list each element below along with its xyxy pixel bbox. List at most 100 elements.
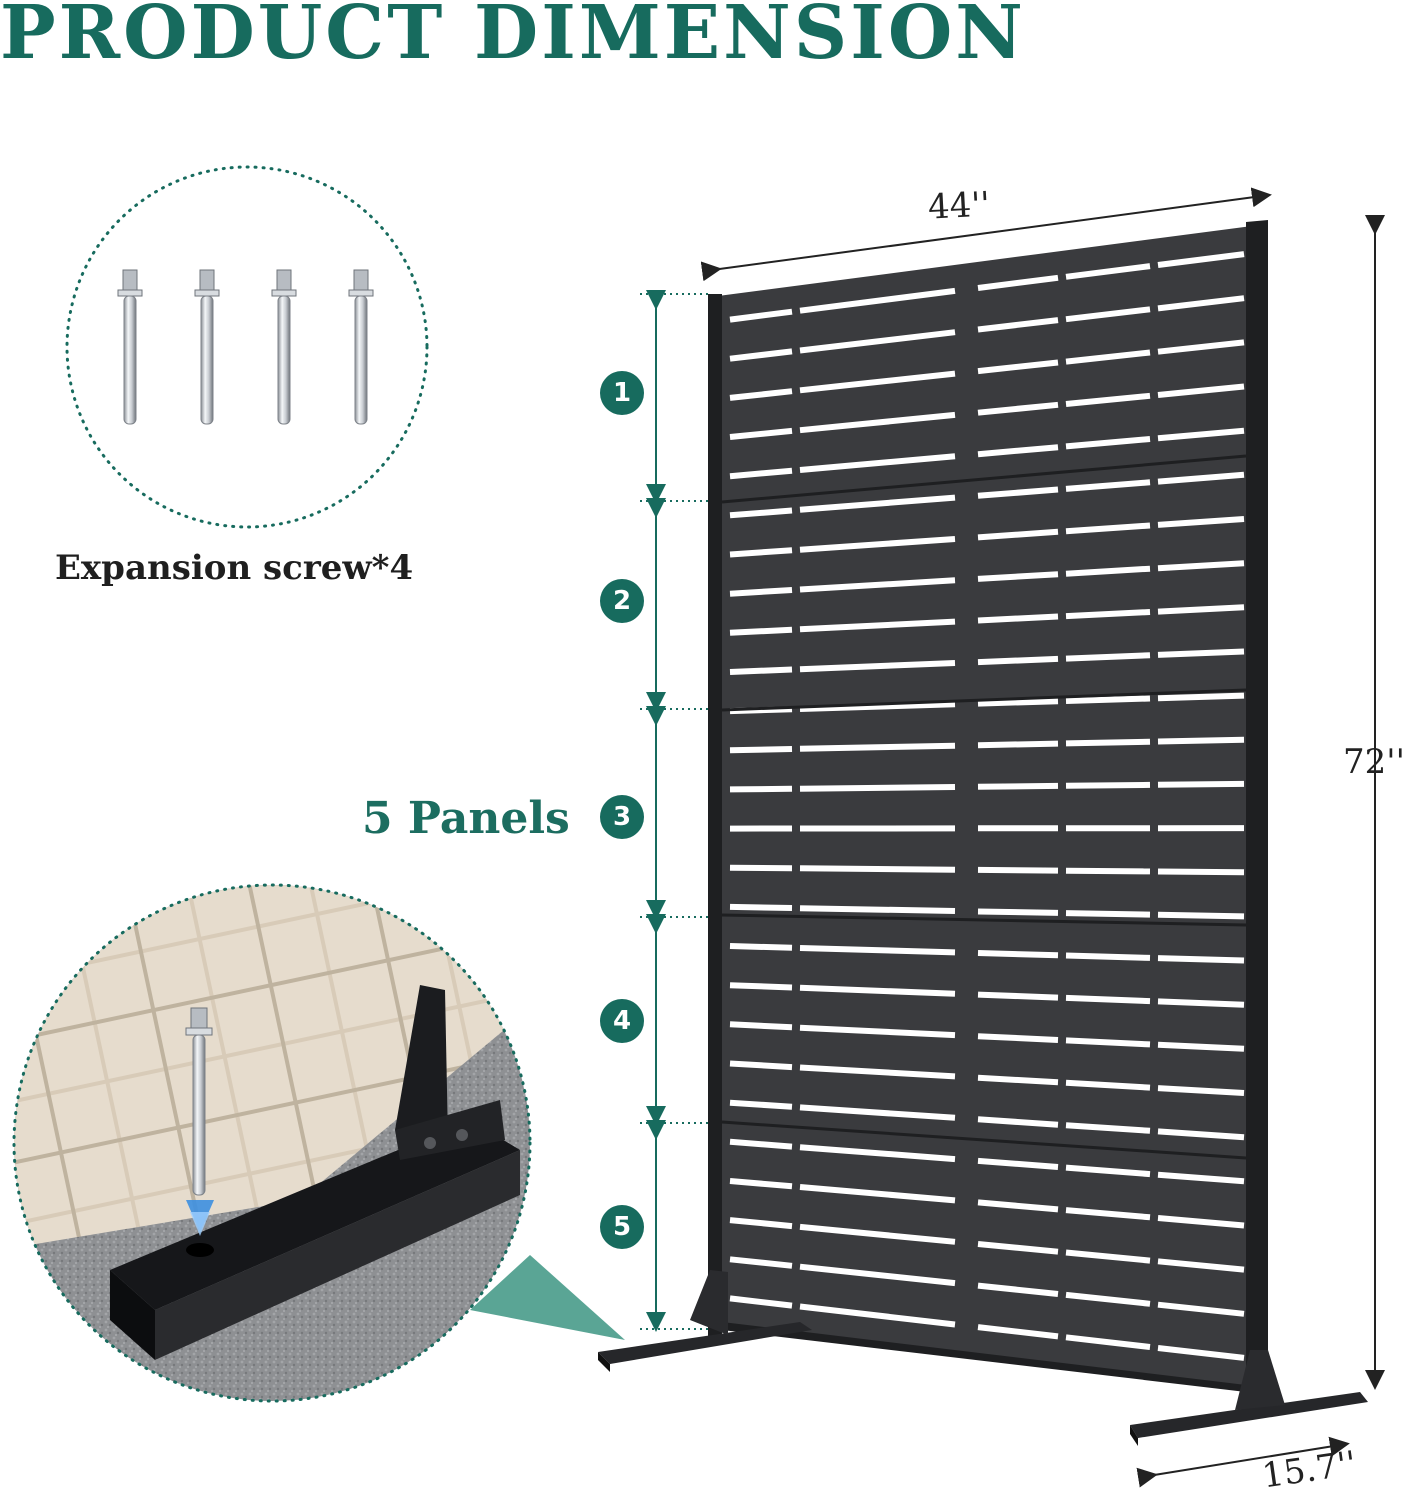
page-title: PRODUCT DIMENSION (0, 0, 1026, 76)
slat-gap (977, 486, 1059, 499)
panel-slats (729, 251, 1245, 1361)
slat-gap (799, 701, 956, 712)
slat-gap (977, 528, 1059, 541)
slat-gap (729, 388, 793, 401)
slat-gap (977, 1116, 1059, 1128)
slat-gap (977, 1241, 1059, 1255)
slat-gap (1065, 1207, 1151, 1221)
slat-gap (1065, 1291, 1151, 1307)
slat-gap (799, 577, 956, 593)
expansion-screw-caption: Expansion screw*4 (55, 548, 414, 588)
slat-gap (799, 1263, 956, 1287)
slat-gap (1157, 516, 1245, 528)
slat-gap (799, 370, 956, 394)
height-dimension-label: 72'' (1343, 742, 1405, 782)
slat-gap (799, 1064, 956, 1080)
slat-gap (977, 991, 1059, 1001)
slat-gap (729, 864, 793, 872)
slat-gap (729, 507, 793, 519)
slat-gap (977, 401, 1059, 416)
slat-gap (799, 1223, 956, 1245)
slat-gap (1157, 998, 1245, 1008)
slat-gap (977, 317, 1059, 333)
slat-gap (977, 1324, 1059, 1340)
slat-gap (977, 655, 1059, 666)
panel-number-badge-2: 2 (600, 579, 644, 623)
slat-gap (1157, 1171, 1245, 1185)
slat-gap (729, 1099, 793, 1110)
slat-gap (1157, 383, 1245, 398)
slat-gap (977, 1157, 1059, 1170)
slat-gap (1157, 427, 1245, 442)
slat-gap (729, 1060, 793, 1071)
slat-gap (729, 666, 793, 675)
width-dimension-line (700, 187, 1272, 282)
slat-gap (1157, 955, 1245, 964)
panels-count-label: 5 Panels (362, 793, 570, 844)
slat-gap (1065, 781, 1151, 789)
slat-gap (729, 1138, 793, 1150)
slat-gap (729, 1217, 793, 1230)
slat-gap (799, 660, 956, 673)
slat-gap (977, 1074, 1059, 1086)
slat-gap (1157, 1041, 1245, 1052)
screws-circle (65, 165, 429, 529)
slat-gap (977, 613, 1059, 624)
slat-gap (729, 785, 793, 793)
slat-gap (799, 784, 956, 792)
slat-gap (977, 444, 1059, 458)
slat-gap (729, 587, 793, 597)
slat-gap (799, 411, 956, 434)
slat-gap (1157, 736, 1245, 745)
slat-gap (799, 1144, 956, 1163)
slat-gap (1157, 1258, 1245, 1273)
slat-gap (799, 905, 956, 914)
slat-gap (1157, 1301, 1245, 1317)
slat-gap (1065, 349, 1151, 365)
slat-gap (729, 1295, 793, 1309)
slat-gap (729, 943, 793, 951)
slat-gap (729, 427, 793, 440)
depth-dimension-line (1136, 1436, 1350, 1488)
slat-gap (1157, 560, 1245, 572)
slat-gap (729, 1256, 793, 1269)
slat-gap (729, 903, 793, 911)
slat-gap (729, 982, 793, 991)
width-dimension-label: 44'' (926, 184, 991, 228)
slat-gap (1065, 994, 1151, 1005)
base-feet (598, 1270, 1368, 1446)
slat-gap (729, 547, 793, 558)
slat-gap (977, 950, 1059, 959)
slat-gap (799, 945, 956, 956)
slat-gap (977, 1282, 1059, 1297)
slat-gap (799, 1024, 956, 1039)
slat-gap (977, 698, 1059, 707)
slat-gap (1157, 911, 1245, 920)
panel-section-markers (640, 290, 708, 1332)
panel-number-badge-5: 5 (600, 1205, 644, 1249)
slat-gap (729, 1021, 793, 1031)
slat-gap (1065, 479, 1151, 492)
slat-gap (799, 287, 956, 314)
slat-gap (1065, 306, 1151, 323)
slat-gap (977, 866, 1059, 874)
base-detail-circle (12, 883, 532, 1403)
expansion-screws-icon (117, 269, 374, 425)
slat-gap (799, 742, 956, 752)
slat-gap (799, 1184, 956, 1204)
slat-gap (1157, 471, 1245, 485)
panel-number-badge-4: 4 (600, 999, 644, 1043)
slat-gap (1157, 604, 1245, 615)
slat-gap (799, 984, 956, 997)
slat-gap (977, 740, 1059, 749)
slat-gap (1065, 652, 1151, 662)
slat-gap (1065, 910, 1151, 918)
slat-gap (1157, 295, 1245, 312)
slat-gap (1157, 868, 1245, 876)
slat-gap (729, 467, 793, 480)
slat-gap (799, 1303, 956, 1328)
slat-gap (1065, 1122, 1151, 1134)
slat-gap (799, 329, 956, 354)
slat-gap (729, 348, 793, 362)
